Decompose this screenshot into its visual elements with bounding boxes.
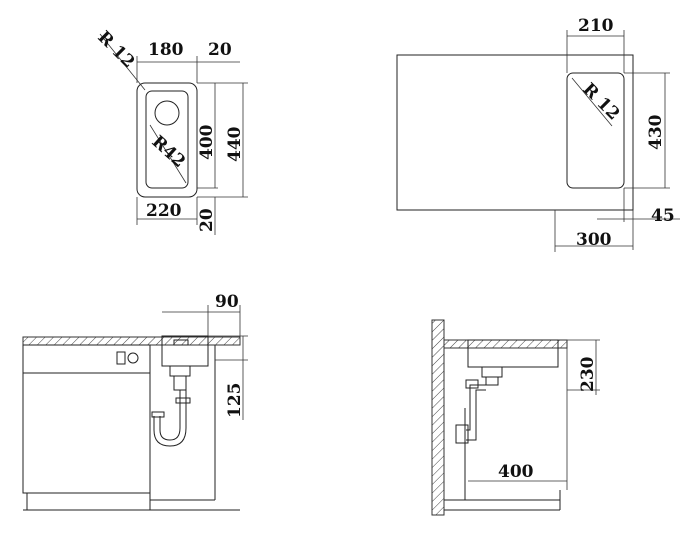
front-elevation-view: 90 125 [22,292,248,511]
dim-cutout-radius: R 12 [578,79,623,124]
worktop-cutout-view: 210 R 12 430 45 300 [396,16,680,252]
dim-overall-width: 220 [146,201,182,221]
worktop-outline [396,54,634,211]
dim-edge-offset: 45 [651,206,675,226]
dim-corner-radius-small: R 12 [93,27,138,72]
dim-rim-right: 20 [208,40,232,60]
appliance-body [22,372,151,494]
dim-depth: 125 [225,383,245,419]
sink-plan-view: R 12 180 20 R42 400 440 220 20 [93,27,248,235]
appliance-panel [22,344,151,374]
drain-hole [154,100,180,126]
control-knob-left [116,351,126,365]
dim-cutout-width: 210 [578,16,614,36]
cutout-outline [566,72,625,189]
siphon-trap-front [159,390,181,441]
worktop-side-section [443,339,568,349]
dim-waste-offset: 400 [498,462,534,482]
dim-bowl-length: 400 [197,124,217,160]
dim-overall-length: 440 [225,126,245,162]
sink-bowl [145,90,189,189]
dim-bowl-width: 180 [148,40,184,60]
dim-cabinet-offset: 300 [576,230,612,250]
dim-drain-offset: 90 [215,292,239,312]
dim-bowl-depth: 230 [578,356,598,392]
wall-section [431,319,445,516]
side-elevation-view: 230 400 [431,319,600,516]
sink-section-side [467,339,559,368]
siphon-trap-side [466,384,492,431]
sink-outer-rim [136,82,198,198]
worktop-section [22,336,241,346]
dim-drain-radius: R42 [148,132,189,172]
dim-rim-bottom: 20 [197,208,217,232]
control-knob-right [127,352,139,364]
dim-cutout-length: 430 [646,114,666,150]
